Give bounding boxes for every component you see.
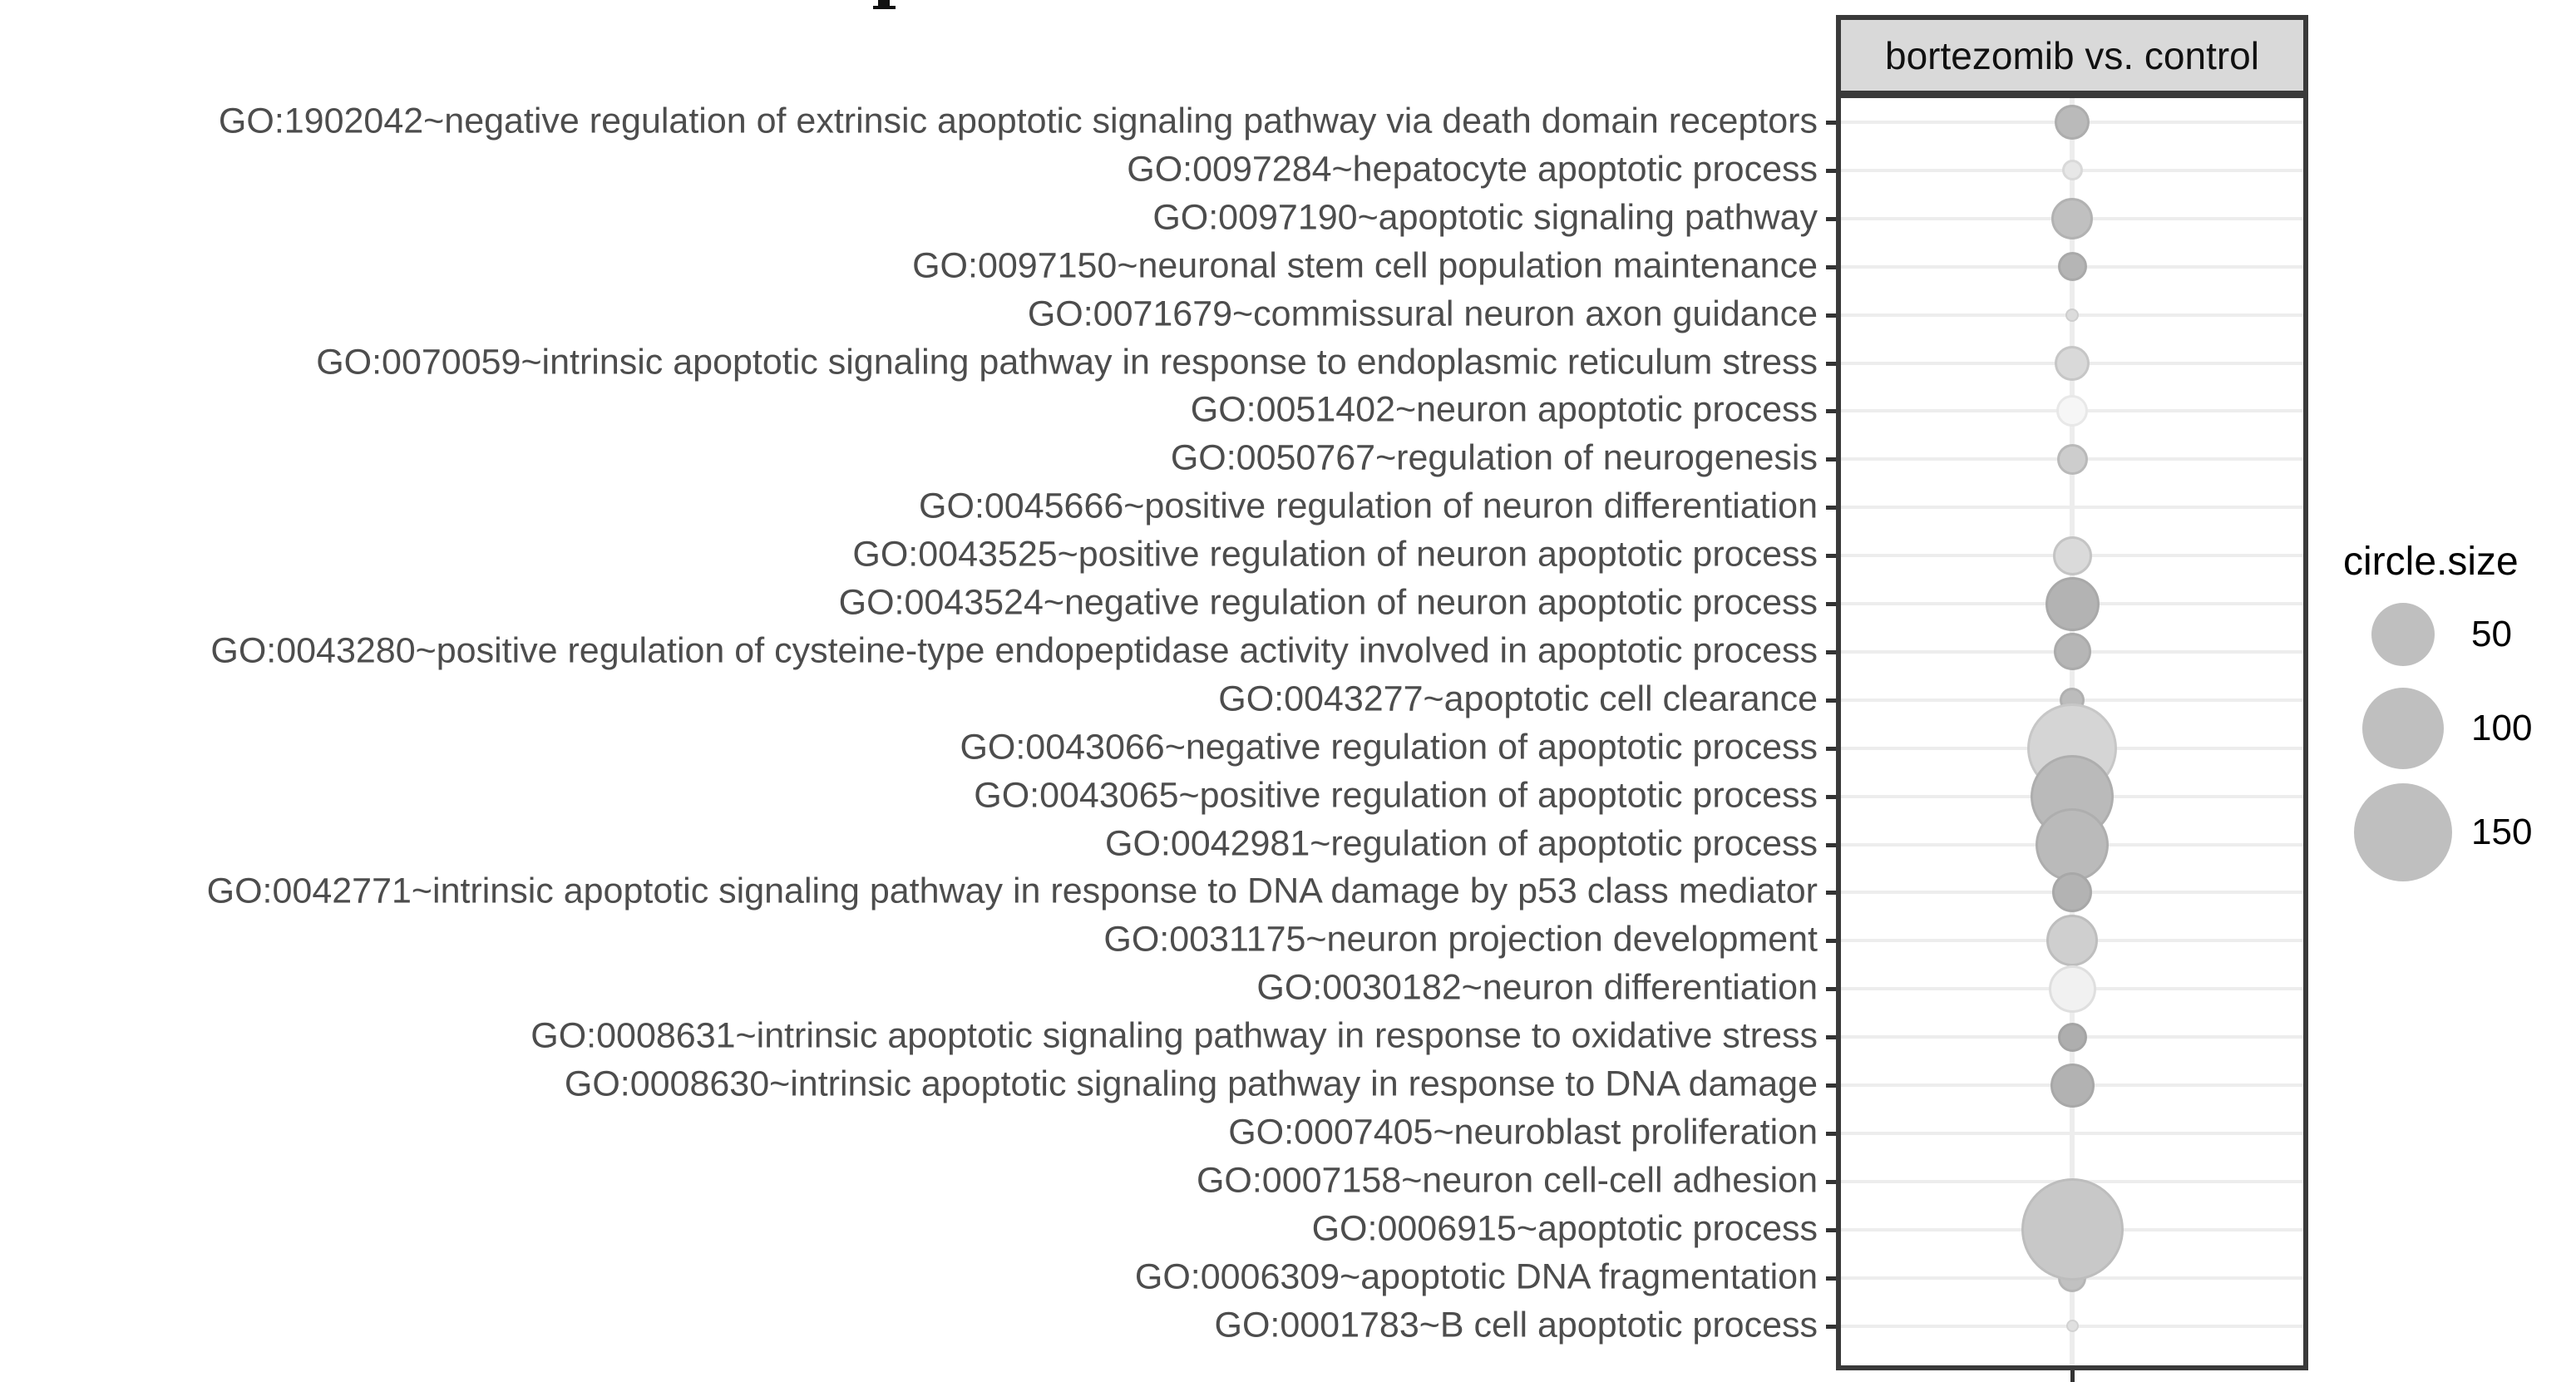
y-axis-tick bbox=[1826, 794, 1838, 799]
y-axis-label: GO:0043525~positive regulation of neuron… bbox=[852, 534, 1818, 575]
y-axis-label: GO:0051402~neuron apoptotic process bbox=[1190, 389, 1818, 430]
legend-item-label: 150 bbox=[2471, 812, 2533, 852]
y-axis-tick bbox=[1826, 1179, 1838, 1184]
y-axis-tick bbox=[1826, 313, 1838, 318]
plot-panel-border bbox=[1836, 93, 2308, 1370]
y-axis-label: GO:0042981~regulation of apoptotic proce… bbox=[1105, 823, 1818, 864]
bubble bbox=[2061, 160, 2083, 181]
y-axis-tick bbox=[1826, 216, 1838, 221]
bubble bbox=[2051, 197, 2093, 239]
y-axis-label: GO:0043524~negative regulation of neuron… bbox=[838, 582, 1818, 623]
y-axis-tick bbox=[1826, 1083, 1838, 1088]
y-axis-label: GO:0030182~neuron differentiation bbox=[1256, 967, 1818, 1008]
y-axis-label: GO:0045666~positive regulation of neuron… bbox=[919, 486, 1818, 526]
bubble bbox=[2052, 872, 2092, 913]
y-axis-label: GO:0031175~neuron projection development bbox=[1103, 919, 1818, 960]
legend-item-circle bbox=[2371, 603, 2435, 666]
bubble bbox=[2021, 1178, 2124, 1281]
legend-item-circle bbox=[2354, 783, 2452, 881]
bubble bbox=[2055, 345, 2090, 381]
y-axis-label: GO:0008630~intrinsic apoptotic signaling… bbox=[564, 1064, 1818, 1104]
y-axis-tick bbox=[1826, 1276, 1838, 1281]
y-axis-label: GO:0043277~apoptotic cell clearance bbox=[1218, 679, 1818, 719]
bubble bbox=[2052, 536, 2092, 575]
bubble bbox=[2056, 395, 2088, 427]
y-axis-label: GO:0042771~intrinsic apoptotic signaling… bbox=[206, 871, 1818, 911]
facet-strip: bortezomib vs. control bbox=[1836, 15, 2308, 96]
y-axis-label: GO:0006309~apoptotic DNA fragmentation bbox=[1134, 1256, 1818, 1297]
y-axis-label: GO:0008631~intrinsic apoptotic signaling… bbox=[530, 1015, 1818, 1056]
y-axis-tick bbox=[1826, 891, 1838, 896]
bubble bbox=[2050, 1063, 2095, 1108]
y-axis-label: GO:0070059~intrinsic apoptotic signaling… bbox=[316, 342, 1818, 383]
y-axis-label: GO:0007158~neuron cell-cell adhesion bbox=[1196, 1160, 1818, 1201]
x-axis-tick bbox=[2070, 1369, 2075, 1382]
y-axis-tick bbox=[1826, 602, 1838, 606]
y-axis-label: GO:0097150~neuronal stem cell population… bbox=[912, 245, 1818, 286]
y-axis-label: GO:0043280~positive regulation of cystei… bbox=[210, 630, 1818, 671]
y-axis-tick bbox=[1826, 409, 1838, 414]
y-axis-tick bbox=[1826, 506, 1838, 511]
y-axis-label: GO:0043065~positive regulation of apopto… bbox=[974, 775, 1818, 816]
y-axis-tick bbox=[1826, 1227, 1838, 1232]
legend-item-label: 100 bbox=[2471, 708, 2533, 748]
size-legend-title: circle.size bbox=[2343, 540, 2519, 584]
y-axis-tick bbox=[1826, 698, 1838, 703]
y-axis-tick bbox=[1826, 649, 1838, 654]
y-axis-label: GO:0097284~hepatocyte apoptotic process bbox=[1127, 149, 1818, 190]
bubble bbox=[2045, 576, 2100, 631]
bubble bbox=[2065, 1320, 2079, 1332]
y-axis-tick bbox=[1826, 939, 1838, 944]
y-axis-label: GO:0043066~negative regulation of apopto… bbox=[960, 727, 1818, 768]
y-axis-label: GO:0006915~apoptotic process bbox=[1311, 1208, 1818, 1249]
y-axis-label: GO:0071679~commissural neuron axon guida… bbox=[1027, 294, 1818, 334]
cropped-title-fragment-base bbox=[873, 6, 896, 9]
bubble bbox=[2065, 308, 2079, 322]
y-axis-tick bbox=[1826, 168, 1838, 173]
y-axis-tick bbox=[1826, 457, 1838, 462]
bubble bbox=[2057, 252, 2087, 282]
facet-strip-label: bortezomib vs. control bbox=[1885, 33, 2259, 77]
y-axis-label: GO:0001783~B cell apoptotic process bbox=[1214, 1305, 1818, 1345]
gridline-horizontal bbox=[1841, 1131, 2303, 1135]
legend-item-label: 50 bbox=[2471, 614, 2512, 654]
bubble bbox=[2053, 633, 2091, 671]
y-axis-label: GO:1902042~negative regulation of extrin… bbox=[218, 101, 1818, 141]
y-axis-tick bbox=[1826, 1035, 1838, 1040]
y-axis-tick bbox=[1826, 264, 1838, 269]
y-axis-tick bbox=[1826, 746, 1838, 751]
bubble bbox=[2055, 105, 2090, 140]
y-axis-tick bbox=[1826, 1324, 1838, 1329]
y-axis-tick bbox=[1826, 987, 1838, 992]
bubble bbox=[2057, 1022, 2087, 1052]
y-axis-tick bbox=[1826, 554, 1838, 559]
bubble bbox=[2056, 443, 2088, 475]
y-axis-label: GO:0050767~regulation of neurogenesis bbox=[1170, 437, 1818, 478]
y-axis-tick bbox=[1826, 842, 1838, 847]
gridline-horizontal bbox=[1841, 506, 2303, 510]
y-axis-label: GO:0007405~neuroblast proliferation bbox=[1228, 1112, 1818, 1152]
y-axis-tick bbox=[1826, 1131, 1838, 1136]
y-axis-tick bbox=[1826, 361, 1838, 366]
legend-item-circle bbox=[2362, 688, 2444, 769]
cropped-title-fragment-stem bbox=[878, 0, 890, 7]
bubble bbox=[2048, 965, 2096, 1013]
y-axis-tick bbox=[1826, 121, 1838, 125]
y-axis-label: GO:0097190~apoptotic signaling pathway bbox=[1152, 197, 1818, 238]
